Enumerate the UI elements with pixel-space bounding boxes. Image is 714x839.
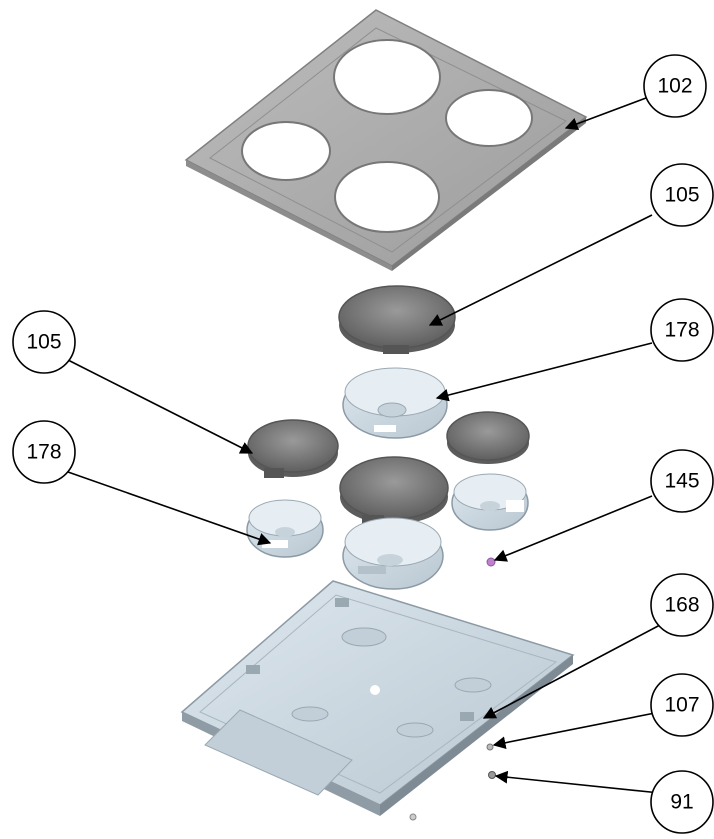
callout-label: 178: [26, 441, 61, 464]
callout-label: 145: [664, 470, 699, 493]
leader-145: [493, 495, 653, 562]
leader-105-top: [428, 214, 653, 326]
screw-91: [488, 771, 496, 779]
screw-107: [486, 743, 494, 751]
small-screw-bottom: [409, 813, 417, 821]
callout-label: 105: [664, 184, 699, 207]
callout-105-top: 105: [650, 163, 714, 227]
callout-label: 105: [26, 331, 61, 354]
callout-105-left: 105: [12, 310, 76, 374]
leader-105-left: [67, 359, 254, 454]
callout-label: 102: [657, 75, 692, 98]
leader-102: [564, 97, 647, 130]
callout-102: 102: [643, 54, 707, 118]
callout-145: 145: [650, 449, 714, 513]
callout-label: 91: [670, 791, 693, 814]
hotplate-small-left: [247, 419, 339, 478]
callout-label: 178: [664, 319, 699, 342]
cooktop-top-plate: [184, 9, 588, 271]
leader-107: [492, 711, 661, 750]
drip-pan-center: [342, 517, 444, 590]
hotplate-large-center: [339, 456, 449, 525]
hotplate-large-top: [338, 285, 456, 354]
callout-label: 107: [664, 694, 699, 717]
base-tray: [180, 580, 575, 816]
drip-pan-left: [246, 499, 324, 558]
callout-107: 107: [650, 673, 714, 737]
callout-91: 91: [650, 770, 714, 834]
drip-pan-top: [342, 367, 448, 439]
leader-168: [482, 624, 661, 719]
hotplate-small-right: [446, 411, 530, 464]
callout-178-top: 178: [650, 298, 714, 362]
drip-pan-right: [451, 473, 529, 531]
pin-part: [486, 557, 496, 567]
leader-91: [494, 770, 661, 794]
leader-178-left: [67, 471, 272, 546]
callout-178-left: 178: [12, 420, 76, 484]
leader-178-top: [435, 342, 653, 402]
callout-label: 168: [664, 594, 699, 617]
callout-168: 168: [650, 573, 714, 637]
